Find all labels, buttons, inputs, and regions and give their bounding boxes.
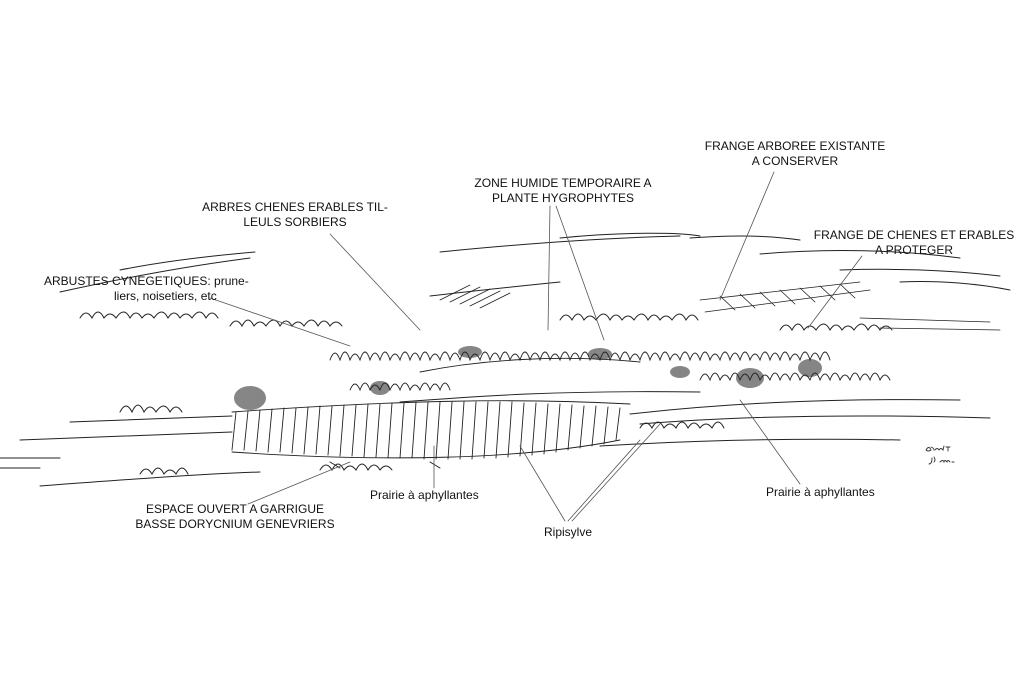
label-prairie-left: Prairie à aphyllantes [370,488,479,502]
label-frange-chenes: FRANGE DE CHENES ET ERABLES A PROTEGER [804,228,1024,258]
label-arbustes-cynegetiques: ARBUSTES CYNEGETIQUES: prune- liers, noi… [44,274,249,304]
label-zone-humide-line1: ZONE HUMIDE TEMPORAIRE A [474,176,652,190]
label-arbustes-line2: liers, noisetiers, etc [114,289,217,303]
label-arbustes-line1: ARBUSTES CYNEGETIQUES: prune- [44,274,249,288]
label-frange-arboree-line1: FRANGE ARBOREE EXISTANTE [704,139,886,153]
label-espace-ouvert-line1: ESPACE OUVERT A GARRIGUE [145,502,325,516]
hatched-fields [439,281,1001,331]
label-arbres-chenes-line2: LEULS SORBIERS [243,215,347,229]
label-arbres-chenes: ARBRES CHENES ERABLES TIL- LEULS SORBIER… [190,200,400,230]
distant-hills [59,232,1011,297]
label-espace-ouvert-line2: BASSE DORYCNIUM GENEVRIERS [135,517,335,531]
leader-lines [209,171,863,522]
label-ripisylve: Ripisylve [544,525,593,539]
label-zone-humide-line2: PLANTE HYGROPHYTES [491,191,635,205]
label-frange-chenes-line2: A PROTEGER [874,243,954,257]
foreground-terrain [0,399,991,487]
label-arbres-chenes-line1: ARBRES CHENES ERABLES TIL- [202,200,388,214]
label-espace-ouvert: ESPACE OUVERT A GARRIGUE BASSE DORYCNIUM… [120,502,350,532]
woodland-shading [234,346,822,410]
label-frange-arboree: FRANGE ARBOREE EXISTANTE A CONSERVER [690,139,900,169]
central-woodland [329,351,891,403]
label-frange-chenes-line1: FRANGE DE CHENES ET ERABLES [813,228,1015,242]
label-zone-humide: ZONE HUMIDE TEMPORAIRE A PLANTE HYGROPHY… [468,176,658,206]
vineyard-rows [231,400,631,460]
label-frange-arboree-line2: A CONSERVER [751,154,839,168]
label-prairie-right: Prairie à aphyllantes [766,485,875,499]
hedgerow-canopy [79,311,893,414]
artist-signature [925,445,955,465]
